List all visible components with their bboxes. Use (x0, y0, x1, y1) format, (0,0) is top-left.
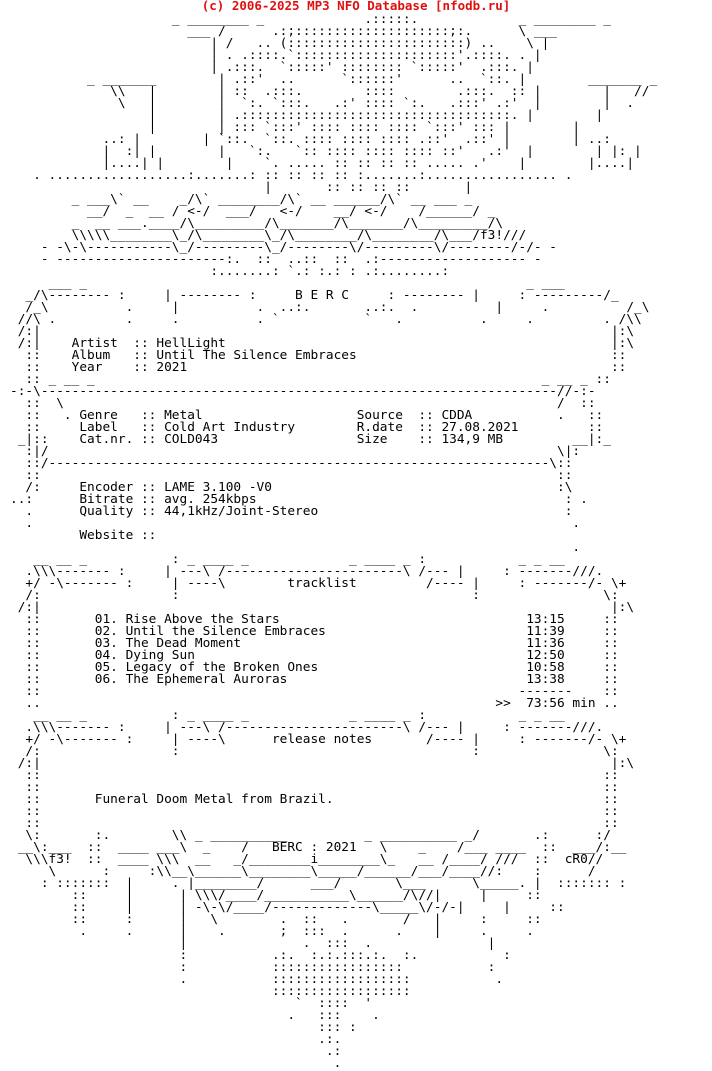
nfo-ascii-document: _ ________ _ .:::::. _ ________ _ ___ / … (10, 12, 658, 1071)
site-header: (c) 2006-2025 MP3 NFO Database [nfodb.ru… (201, 0, 511, 13)
